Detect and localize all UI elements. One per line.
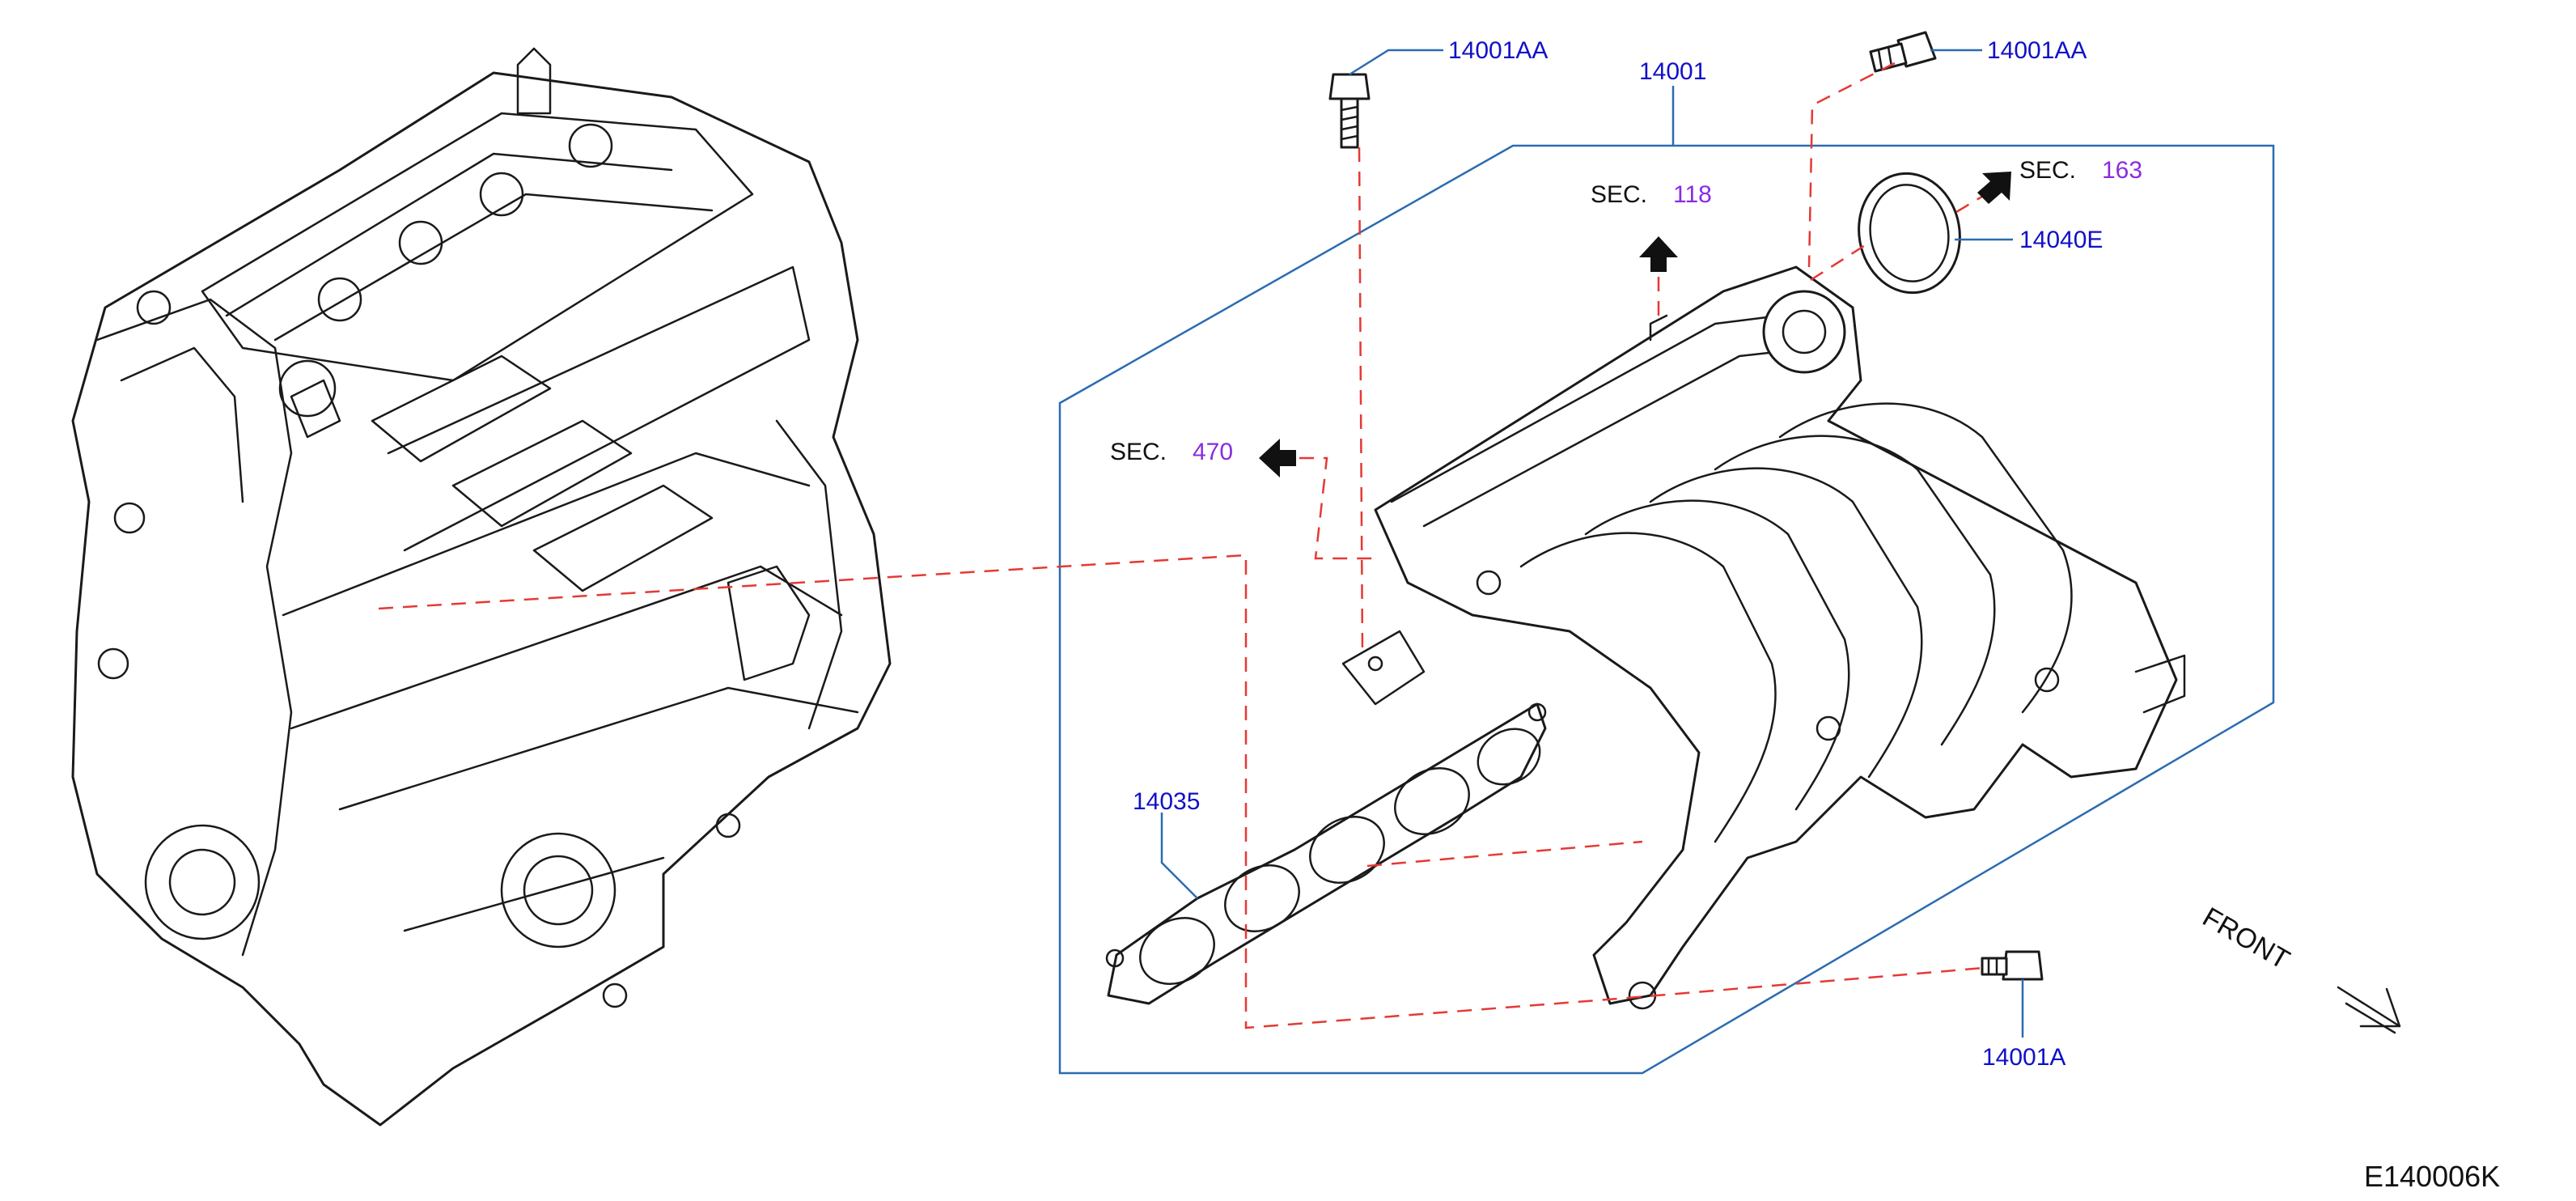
part-label-bolt-top-left[interactable]: 14001AA [1448, 37, 1548, 64]
part-label-bolt-top-right[interactable]: 14001AA [1987, 37, 2087, 64]
bolt-top-left-leader [1349, 49, 1443, 76]
arrow-left-icon [1259, 439, 1296, 477]
assembly-boundary [1058, 144, 2275, 1075]
sec-118-prefix: SEC. [1591, 181, 1647, 208]
sec-470-prefix: SEC. [1110, 439, 1167, 465]
bolt-bottom-illustration [1981, 950, 2044, 981]
part-label-gasket-manifold[interactable]: 14035 [1133, 788, 1200, 815]
throttle-gasket-illustration [1858, 172, 1961, 295]
part-label-gasket-throttle[interactable]: 14040E [2019, 227, 2103, 253]
gasket-manifold-leader [1160, 813, 1198, 899]
diagram-reference-code: E140006K [2364, 1160, 2500, 1193]
manifold-gasket-illustration [1105, 702, 1547, 1005]
arrow-up-icon [1639, 236, 1678, 272]
sec-163-link[interactable]: 163 [2102, 157, 2142, 184]
assembly-dashed-lines [378, 62, 2006, 1029]
part-label-manifold[interactable]: 14001 [1639, 58, 1706, 85]
bolt-top-left-illustration [1328, 73, 1371, 149]
arrow-up-right-icon [1977, 172, 2011, 204]
sec-470-link[interactable]: 470 [1193, 439, 1233, 465]
sec-118-link[interactable]: 118 [1673, 181, 1712, 208]
engine-block-illustration [71, 47, 892, 1127]
front-label: FRONT [2197, 902, 2294, 975]
intake-manifold-illustration [1341, 265, 2186, 1010]
bolt-top-right-illustration [1869, 31, 1937, 73]
sec-163-prefix: SEC. [2019, 157, 2076, 184]
part-label-bolt-bottom[interactable]: 14001A [1982, 1044, 2065, 1071]
front-arrow-icon [2337, 986, 2401, 1034]
